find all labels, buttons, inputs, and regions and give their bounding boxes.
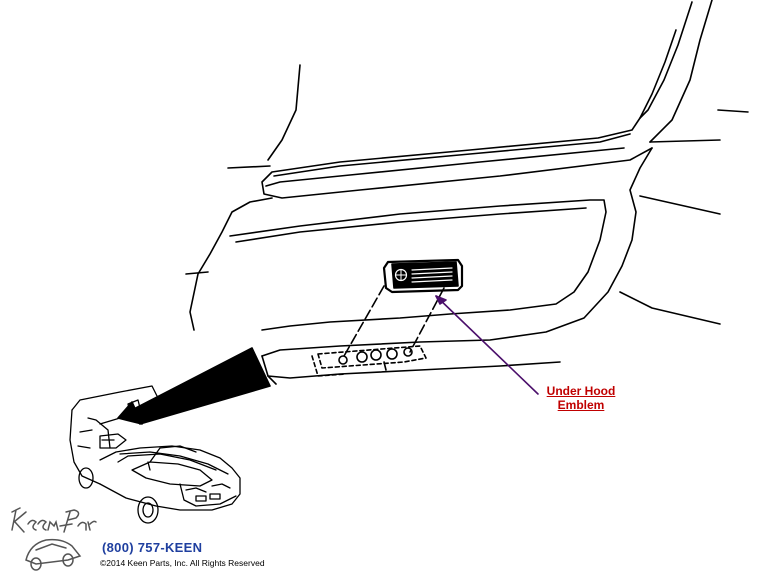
- hood-panel: [185, 147, 721, 385]
- hood-upper-edge: [227, 0, 749, 199]
- callout-pointer: [435, 295, 539, 395]
- phone-number[interactable]: (800) 757-KEEN: [102, 540, 203, 555]
- keen-parts-logo: [6, 500, 102, 576]
- emblem-part: [382, 258, 464, 294]
- mounting-holes: [311, 345, 427, 377]
- car-illustration: [69, 385, 241, 524]
- callout-line-2: Emblem: [557, 398, 605, 412]
- callout-line-1: Under Hood: [546, 384, 616, 398]
- zoom-arrow: [117, 347, 271, 425]
- copyright-text: ©2014 Keen Parts, Inc. All Rights Reserv…: [100, 558, 265, 568]
- under-hood-emblem-link[interactable]: Under Hood Emblem: [536, 384, 626, 412]
- install-guide-lines: [343, 285, 445, 357]
